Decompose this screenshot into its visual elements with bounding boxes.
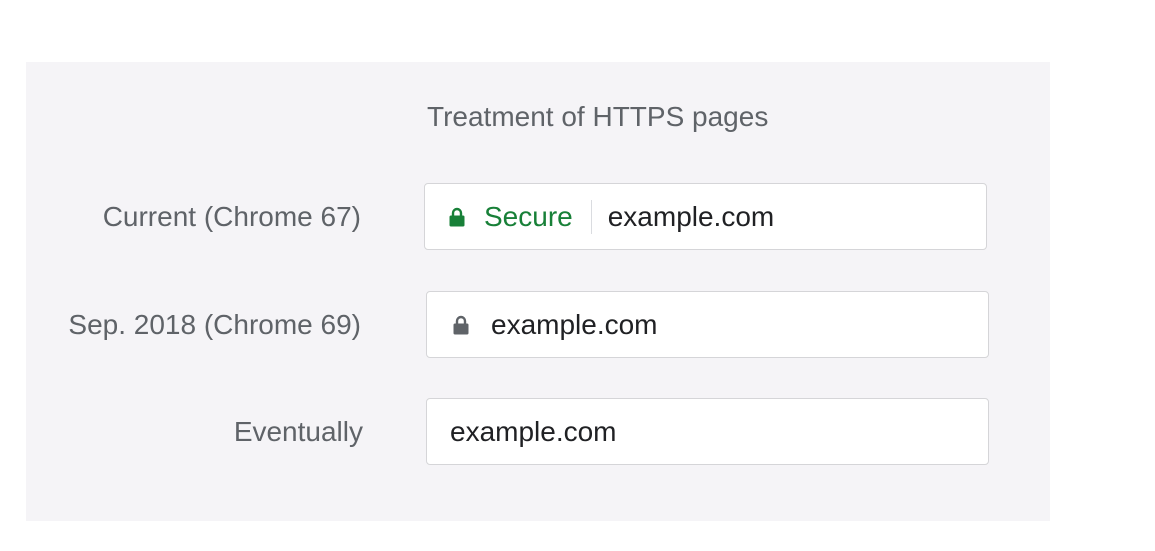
url-text: example.com (607, 200, 775, 232)
omnibox-sep-2018[interactable]: example.com (426, 291, 989, 358)
omnibox-current[interactable]: Secure example.com (424, 183, 987, 250)
url-text: example.com (450, 415, 617, 447)
row-label-current: Current (Chrome 67) (102, 201, 361, 232)
omnibox-divider (590, 199, 592, 234)
secure-label: Secure (484, 200, 573, 232)
omnibox-eventually[interactable]: example.com (426, 398, 989, 465)
row-label-eventually: Eventually (233, 416, 363, 447)
row-label-sep-2018: Sep. 2018 (Chrome 69) (68, 309, 361, 340)
url-text: example.com (491, 308, 658, 340)
lock-icon (449, 207, 465, 227)
table-heading: Treatment of HTTPS pages (427, 101, 769, 132)
lock-icon (453, 315, 469, 335)
